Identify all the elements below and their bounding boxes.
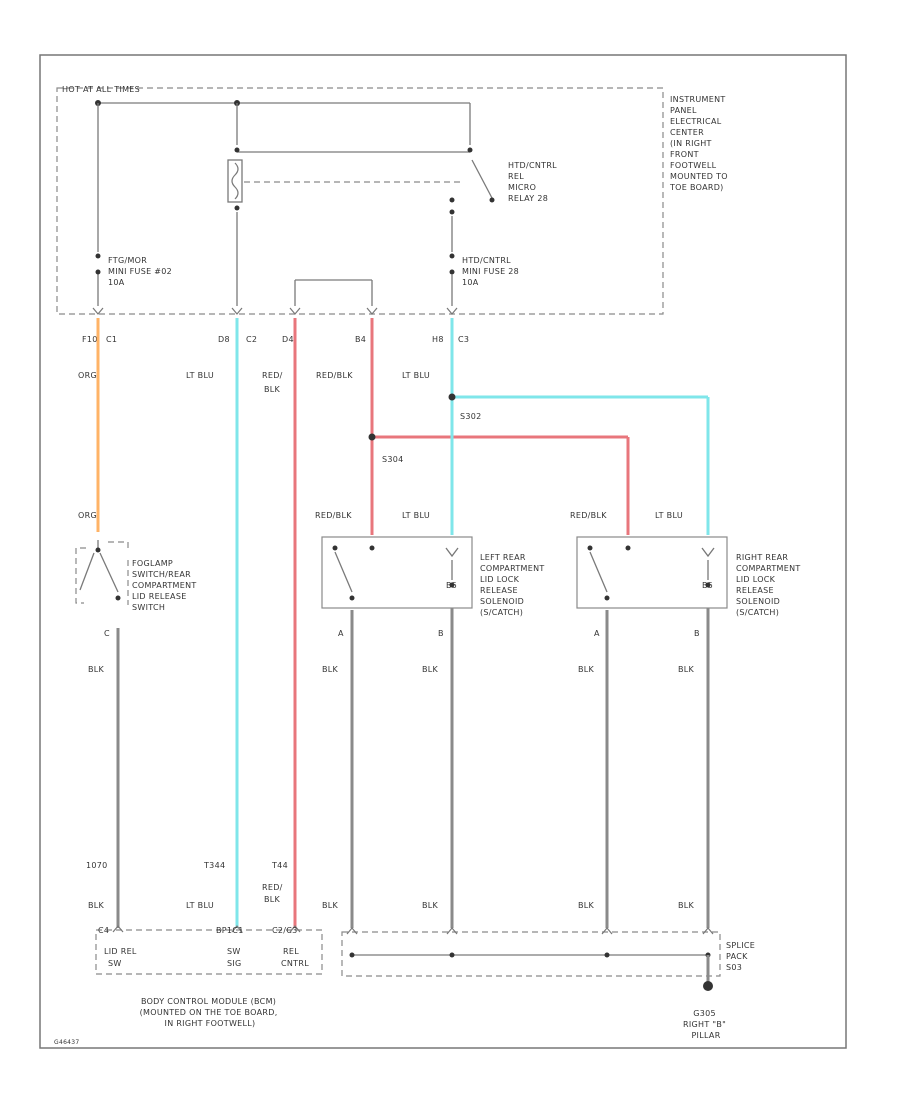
pin-label-left-b: B: [438, 629, 444, 638]
wire-label-lt-blu-1: LT BLU: [186, 371, 214, 380]
connector-d4: D4: [282, 335, 294, 344]
splice-pack-label: SPLICE PACK S03: [726, 941, 758, 972]
bcm-pin-sw-sig: SW SIG: [227, 947, 243, 968]
connector-c1: C1: [106, 335, 117, 344]
wire-label-org-top: ORG: [78, 371, 97, 380]
wire-label-red-blk-2: RED/BLK: [316, 371, 353, 380]
splice-s304-label: S304: [382, 455, 404, 464]
connector-f10: F10: [82, 335, 98, 344]
left-solenoid-box: [321, 536, 473, 609]
connector-t44: T44: [271, 861, 288, 870]
left-solenoid-label: LEFT REAR COMPARTMENT LID LOCK RELEASE S…: [480, 553, 547, 617]
bottom-label-blk-2: BLK: [322, 901, 339, 910]
bcm-connector-c4: C4: [98, 926, 109, 935]
splice-s302-dot: [448, 393, 456, 401]
connector-c2: C2: [246, 335, 257, 344]
bottom-label-blk-3: BLK: [422, 901, 439, 910]
right-solenoid-pin: B5: [702, 581, 713, 590]
bcm-terminals: [112, 925, 301, 933]
connector-t344: T344: [203, 861, 225, 870]
connector-1070: 1070: [86, 861, 108, 870]
wire-label-blk-2: BLK: [322, 665, 339, 674]
right-solenoid-label: RIGHT REAR COMPARTMENT LID LOCK RELEASE …: [736, 553, 803, 617]
wire-label-blk-5: BLK: [678, 665, 695, 674]
bcm-connector-c2c3: C2/C3: [272, 926, 298, 935]
wire-label-blk-4: BLK: [578, 665, 595, 674]
splice-s304-dot: [368, 433, 376, 441]
wire-label-red-blk-bottom: RED/ BLK: [262, 883, 286, 904]
connector-h8: H8: [432, 335, 444, 344]
pin-label-right-b: B: [694, 629, 700, 638]
diagram-border: [39, 54, 847, 1049]
bcm-pin-rel-cntrl: REL CNTRL: [281, 947, 309, 968]
ground-label: G305 RIGHT "B" PILLAR: [683, 1009, 729, 1040]
wire-label-blk-1: BLK: [88, 665, 105, 674]
wire-label-lt-blu-left: LT BLU: [402, 511, 430, 520]
bcm-pin-lid-rel: LID REL SW: [104, 947, 140, 968]
splice-pack-terminals: [346, 927, 714, 935]
wire-label-lt-blu-right: LT BLU: [655, 511, 683, 520]
connector-d8: D8: [218, 335, 230, 344]
wire-label-lt-blu-2: LT BLU: [402, 371, 430, 380]
diagram-code: G46437: [54, 1039, 80, 1046]
bottom-label-blk-1: BLK: [88, 901, 105, 910]
hot-at-all-times-label: HOT AT ALL TIMES: [62, 85, 140, 94]
wire-label-blk-3: BLK: [422, 665, 439, 674]
left-solenoid-contacts: [332, 545, 459, 601]
foglamp-switch-label: FOGLAMP SWITCH/REAR COMPARTMENT LID RELE…: [132, 559, 199, 612]
wire-label-org-switch: ORG: [78, 511, 97, 520]
bcm-box: [95, 929, 323, 975]
ipec-terminals: [92, 307, 458, 315]
splice-s302-label: S302: [460, 412, 482, 421]
right-solenoid-contacts: [587, 545, 715, 601]
ipec-box: [56, 87, 664, 315]
ground-symbol: [703, 981, 713, 991]
left-solenoid-pin: B5: [446, 581, 457, 590]
bottom-label-lt-blu: LT BLU: [186, 901, 214, 910]
wire-label-red-blk-right: RED/BLK: [570, 511, 607, 520]
ipec-label: INSTRUMENT PANEL ELECTRICAL CENTER (IN R…: [669, 95, 731, 192]
wire-label-red-blk-1: RED/ BLK: [262, 371, 286, 394]
bottom-label-blk-4: BLK: [578, 901, 595, 910]
fuse-right-label: HTD/CNTRL MINI FUSE 28 10A: [462, 256, 522, 287]
bcm-label: BODY CONTROL MODULE (BCM) (MOUNTED ON TH…: [140, 997, 281, 1028]
relay-coil: [227, 159, 243, 203]
splice-pack-box: [341, 931, 721, 977]
pin-label-left-a: A: [338, 629, 344, 638]
fuse-left-label: FTG/MOR MINI FUSE #02 10A: [108, 256, 175, 287]
right-solenoid-box: [576, 536, 728, 609]
connector-b4: B4: [355, 335, 366, 344]
bcm-connector-bp1c1: BP1C1: [216, 926, 244, 935]
relay-label: HTD/CNTRL REL MICRO RELAY 28: [508, 161, 560, 203]
bottom-label-blk-5: BLK: [678, 901, 695, 910]
pin-label-right-a: A: [594, 629, 600, 638]
pin-label-foglamp: C: [104, 629, 110, 638]
connector-c3: C3: [458, 335, 469, 344]
wire-label-red-blk-left: RED/BLK: [315, 511, 352, 520]
foglamp-switch: [75, 540, 129, 605]
